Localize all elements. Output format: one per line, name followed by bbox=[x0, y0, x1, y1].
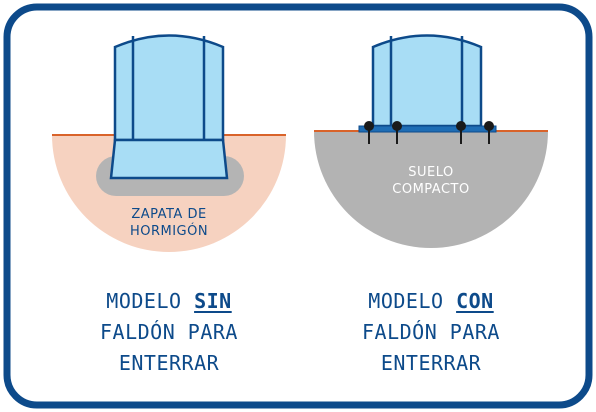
left-soil-label-line1: ZAPATA DE bbox=[131, 207, 207, 222]
left-post bbox=[113, 34, 225, 142]
right-soil-bowl bbox=[314, 131, 548, 248]
left-soil-label: ZAPATA DE HORMIGÓN bbox=[99, 206, 239, 240]
skirt-flange bbox=[358, 125, 497, 133]
right-soil-label: SUELO COMPACTO bbox=[361, 164, 501, 198]
left-illustration bbox=[52, 34, 286, 252]
left-caption-emphasis: SIN bbox=[194, 289, 232, 313]
left-post-base bbox=[109, 138, 229, 180]
left-caption: MODELO SIN FALDÓN PARA ENTERRAR bbox=[49, 286, 289, 379]
anchor-bolt bbox=[364, 121, 374, 144]
anchor-bolt bbox=[392, 121, 402, 144]
left-caption-line3: ENTERRAR bbox=[118, 351, 220, 375]
right-soil-label-line1: SUELO bbox=[408, 165, 454, 180]
right-post bbox=[371, 34, 483, 128]
right-caption-emphasis: CON bbox=[456, 289, 494, 313]
left-caption-line2: FALDÓN PARA bbox=[100, 320, 238, 344]
left-caption-line1: MODELO SIN bbox=[49, 286, 289, 317]
right-illustration bbox=[314, 34, 548, 248]
right-caption-line3: ENTERRAR bbox=[380, 351, 482, 375]
right-caption-prefix: MODELO bbox=[368, 289, 457, 313]
anchor-bolt bbox=[484, 121, 494, 144]
right-soil-label-line2: COMPACTO bbox=[392, 182, 470, 197]
anchor-bolt bbox=[456, 121, 466, 144]
right-caption: MODELO CON FALDÓN PARA ENTERRAR bbox=[311, 286, 551, 379]
right-caption-line1: MODELO CON bbox=[311, 286, 551, 317]
right-caption-line2: FALDÓN PARA bbox=[362, 320, 500, 344]
left-soil-label-line2: HORMIGÓN bbox=[129, 224, 209, 239]
left-caption-prefix: MODELO bbox=[106, 289, 195, 313]
